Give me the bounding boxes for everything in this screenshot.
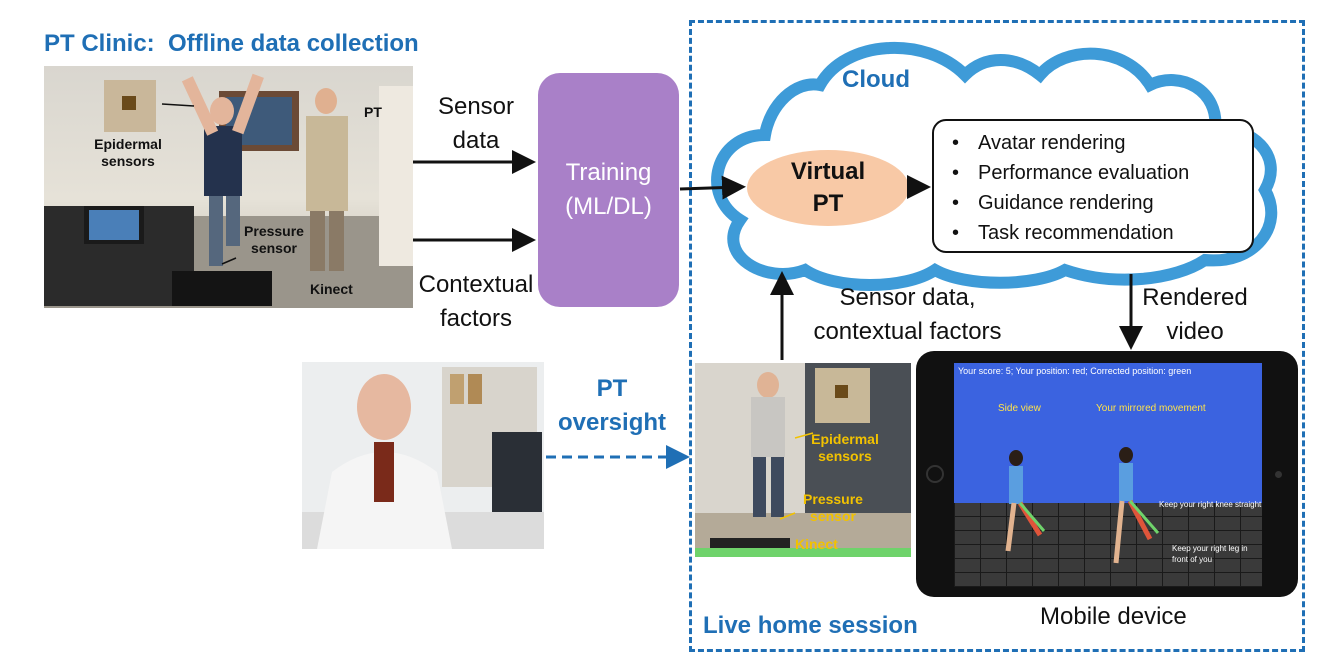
home-photo: Epidermal sensors Pressure sensor Kinect: [695, 363, 911, 557]
downlink-label: Rendered video: [1142, 284, 1248, 345]
home-kinect-label: Kinect: [795, 536, 838, 552]
cloud-services-list: •Avatar rendering •Performance evaluatio…: [952, 128, 1252, 248]
screen-side-view: Side view: [998, 403, 1041, 414]
cloud-service-item: •Avatar rendering: [952, 132, 1126, 154]
screen-mirrored: Your mirrored movement: [1096, 403, 1206, 414]
home-session-title: Live home session: [703, 612, 918, 639]
cloud-title: Cloud: [842, 66, 910, 93]
virtual-pt-node: Virtual PT: [747, 150, 909, 226]
contextual-factors-label: Contextual factors: [418, 271, 534, 332]
clinic-epidermal-label: Epidermal sensors: [94, 136, 162, 169]
device-camera-right: [1275, 471, 1282, 478]
mobile-device: Your score: 5; Your position: red; Corre…: [916, 351, 1298, 597]
sensor-data-label: Sensor data: [437, 93, 515, 154]
cloud-services-box: •Avatar rendering •Performance evaluatio…: [932, 119, 1254, 253]
home-epidermal-label: Epidermal sensors: [811, 431, 879, 464]
screen-hint-2: Keep your right leg in front of you: [1172, 544, 1248, 564]
clinic-title: PT Clinic: Offline data collection: [44, 30, 419, 57]
cloud-service-item: •Performance evaluation: [952, 162, 1190, 184]
clinic-pt-label: PT: [364, 104, 382, 120]
pt-oversight-label: PT oversight: [557, 375, 667, 436]
cloud-service-item: •Task recommendation: [952, 222, 1174, 244]
clinic-photo: Epidermal sensors PT Pressure sensor Kin…: [44, 66, 413, 308]
doctor-photo: [302, 362, 544, 549]
cloud-service-item: •Guidance rendering: [952, 192, 1154, 214]
training-label: Training (ML/DL): [565, 159, 652, 220]
screen-floor: [954, 503, 1262, 587]
home-session-region: [689, 20, 1305, 652]
clinic-pressure-label: Pressure sensor: [244, 223, 304, 256]
mobile-device-label: Mobile device: [1040, 603, 1187, 630]
uplink-label: Sensor data, contextual factors: [813, 284, 1002, 345]
screen-hint-1: Keep your right knee straight: [1159, 500, 1262, 509]
training-box: Training (ML/DL): [538, 73, 679, 307]
device-camera-left: [926, 465, 944, 483]
device-screen: Your score: 5; Your position: red; Corre…: [954, 363, 1262, 587]
home-pressure-label: Pressure sensor: [803, 491, 863, 524]
screen-score: Your score: 5; Your position: red; Corre…: [958, 366, 1192, 376]
virtual-pt-label: Virtual PT: [790, 158, 866, 217]
clinic-kinect-label: Kinect: [310, 281, 353, 297]
